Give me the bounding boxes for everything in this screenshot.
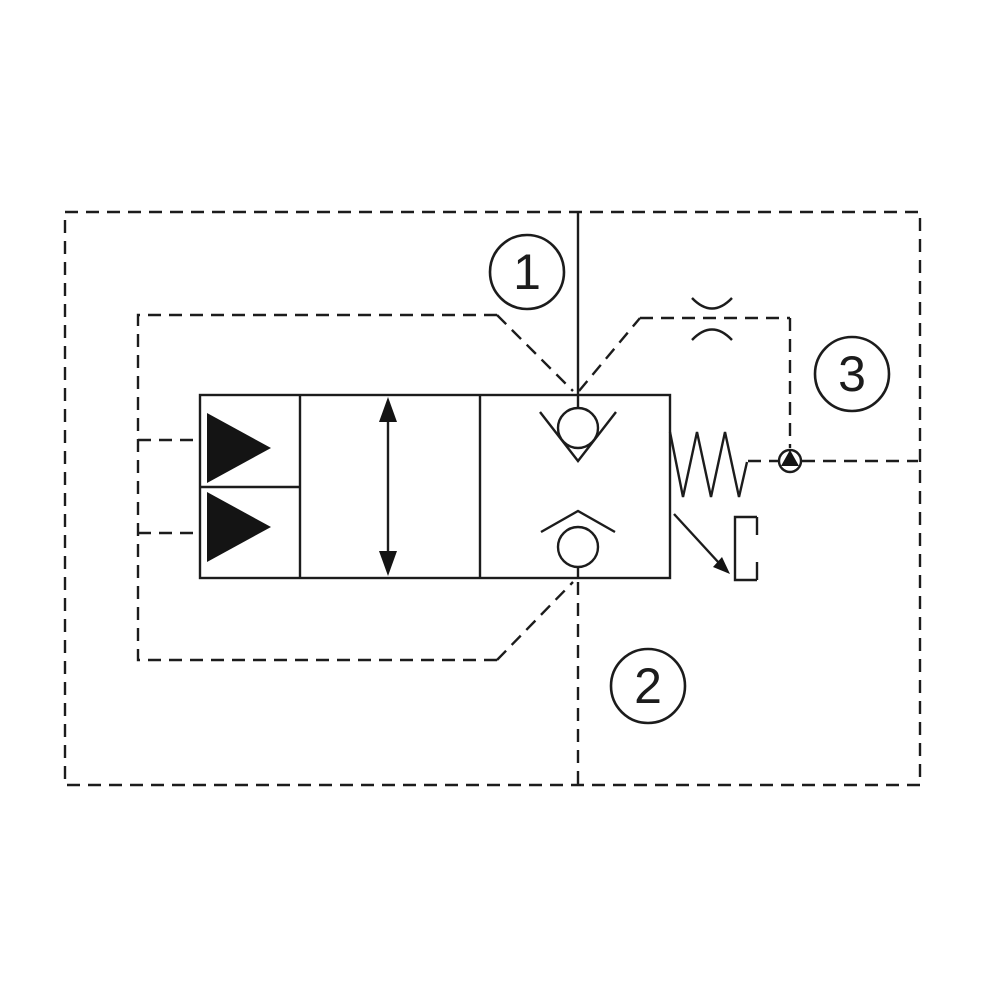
orifice-arc-bottom-icon bbox=[691, 328, 733, 341]
double-arrow-head-down-icon bbox=[379, 551, 397, 576]
port-2-label: 2 bbox=[634, 658, 662, 714]
cartridge-envelope-boundary bbox=[63, 210, 922, 787]
port-3-label: 3 bbox=[838, 346, 866, 402]
adjuster-bracket-icon bbox=[733, 515, 757, 582]
double-arrow-head-up-icon bbox=[379, 397, 397, 422]
valve-assembly bbox=[198, 212, 803, 582]
port-1-label: 1 bbox=[513, 244, 541, 300]
port-callouts: 1 2 3 bbox=[488, 233, 891, 725]
port-3-callout bbox=[813, 335, 891, 413]
check-top-seat-icon bbox=[539, 411, 617, 463]
spring-icon bbox=[668, 431, 749, 498]
adjust-arrow-head-icon bbox=[713, 557, 730, 574]
pilot-diagonal-top-left bbox=[496, 314, 574, 392]
port-1-callout bbox=[488, 233, 566, 311]
orifice-arc-top-icon bbox=[691, 297, 733, 310]
adjust-arrow-shaft bbox=[673, 513, 720, 564]
check-top-ball-icon bbox=[556, 406, 600, 450]
shuttle-ball-icon bbox=[781, 450, 799, 466]
port-2-callout bbox=[609, 647, 687, 725]
check-bottom-seat-icon bbox=[540, 509, 616, 534]
flow-triangle-lower-icon bbox=[207, 492, 271, 562]
pilot-boundary-left-loop bbox=[136, 313, 497, 662]
dashed-linework bbox=[63, 210, 922, 787]
flow-triangle-upper-icon bbox=[207, 413, 271, 483]
pilot-diagonal-bottom-left bbox=[496, 581, 574, 661]
pilot-diagonal-top-right bbox=[578, 317, 641, 392]
check-bottom-ball-icon bbox=[556, 525, 600, 569]
